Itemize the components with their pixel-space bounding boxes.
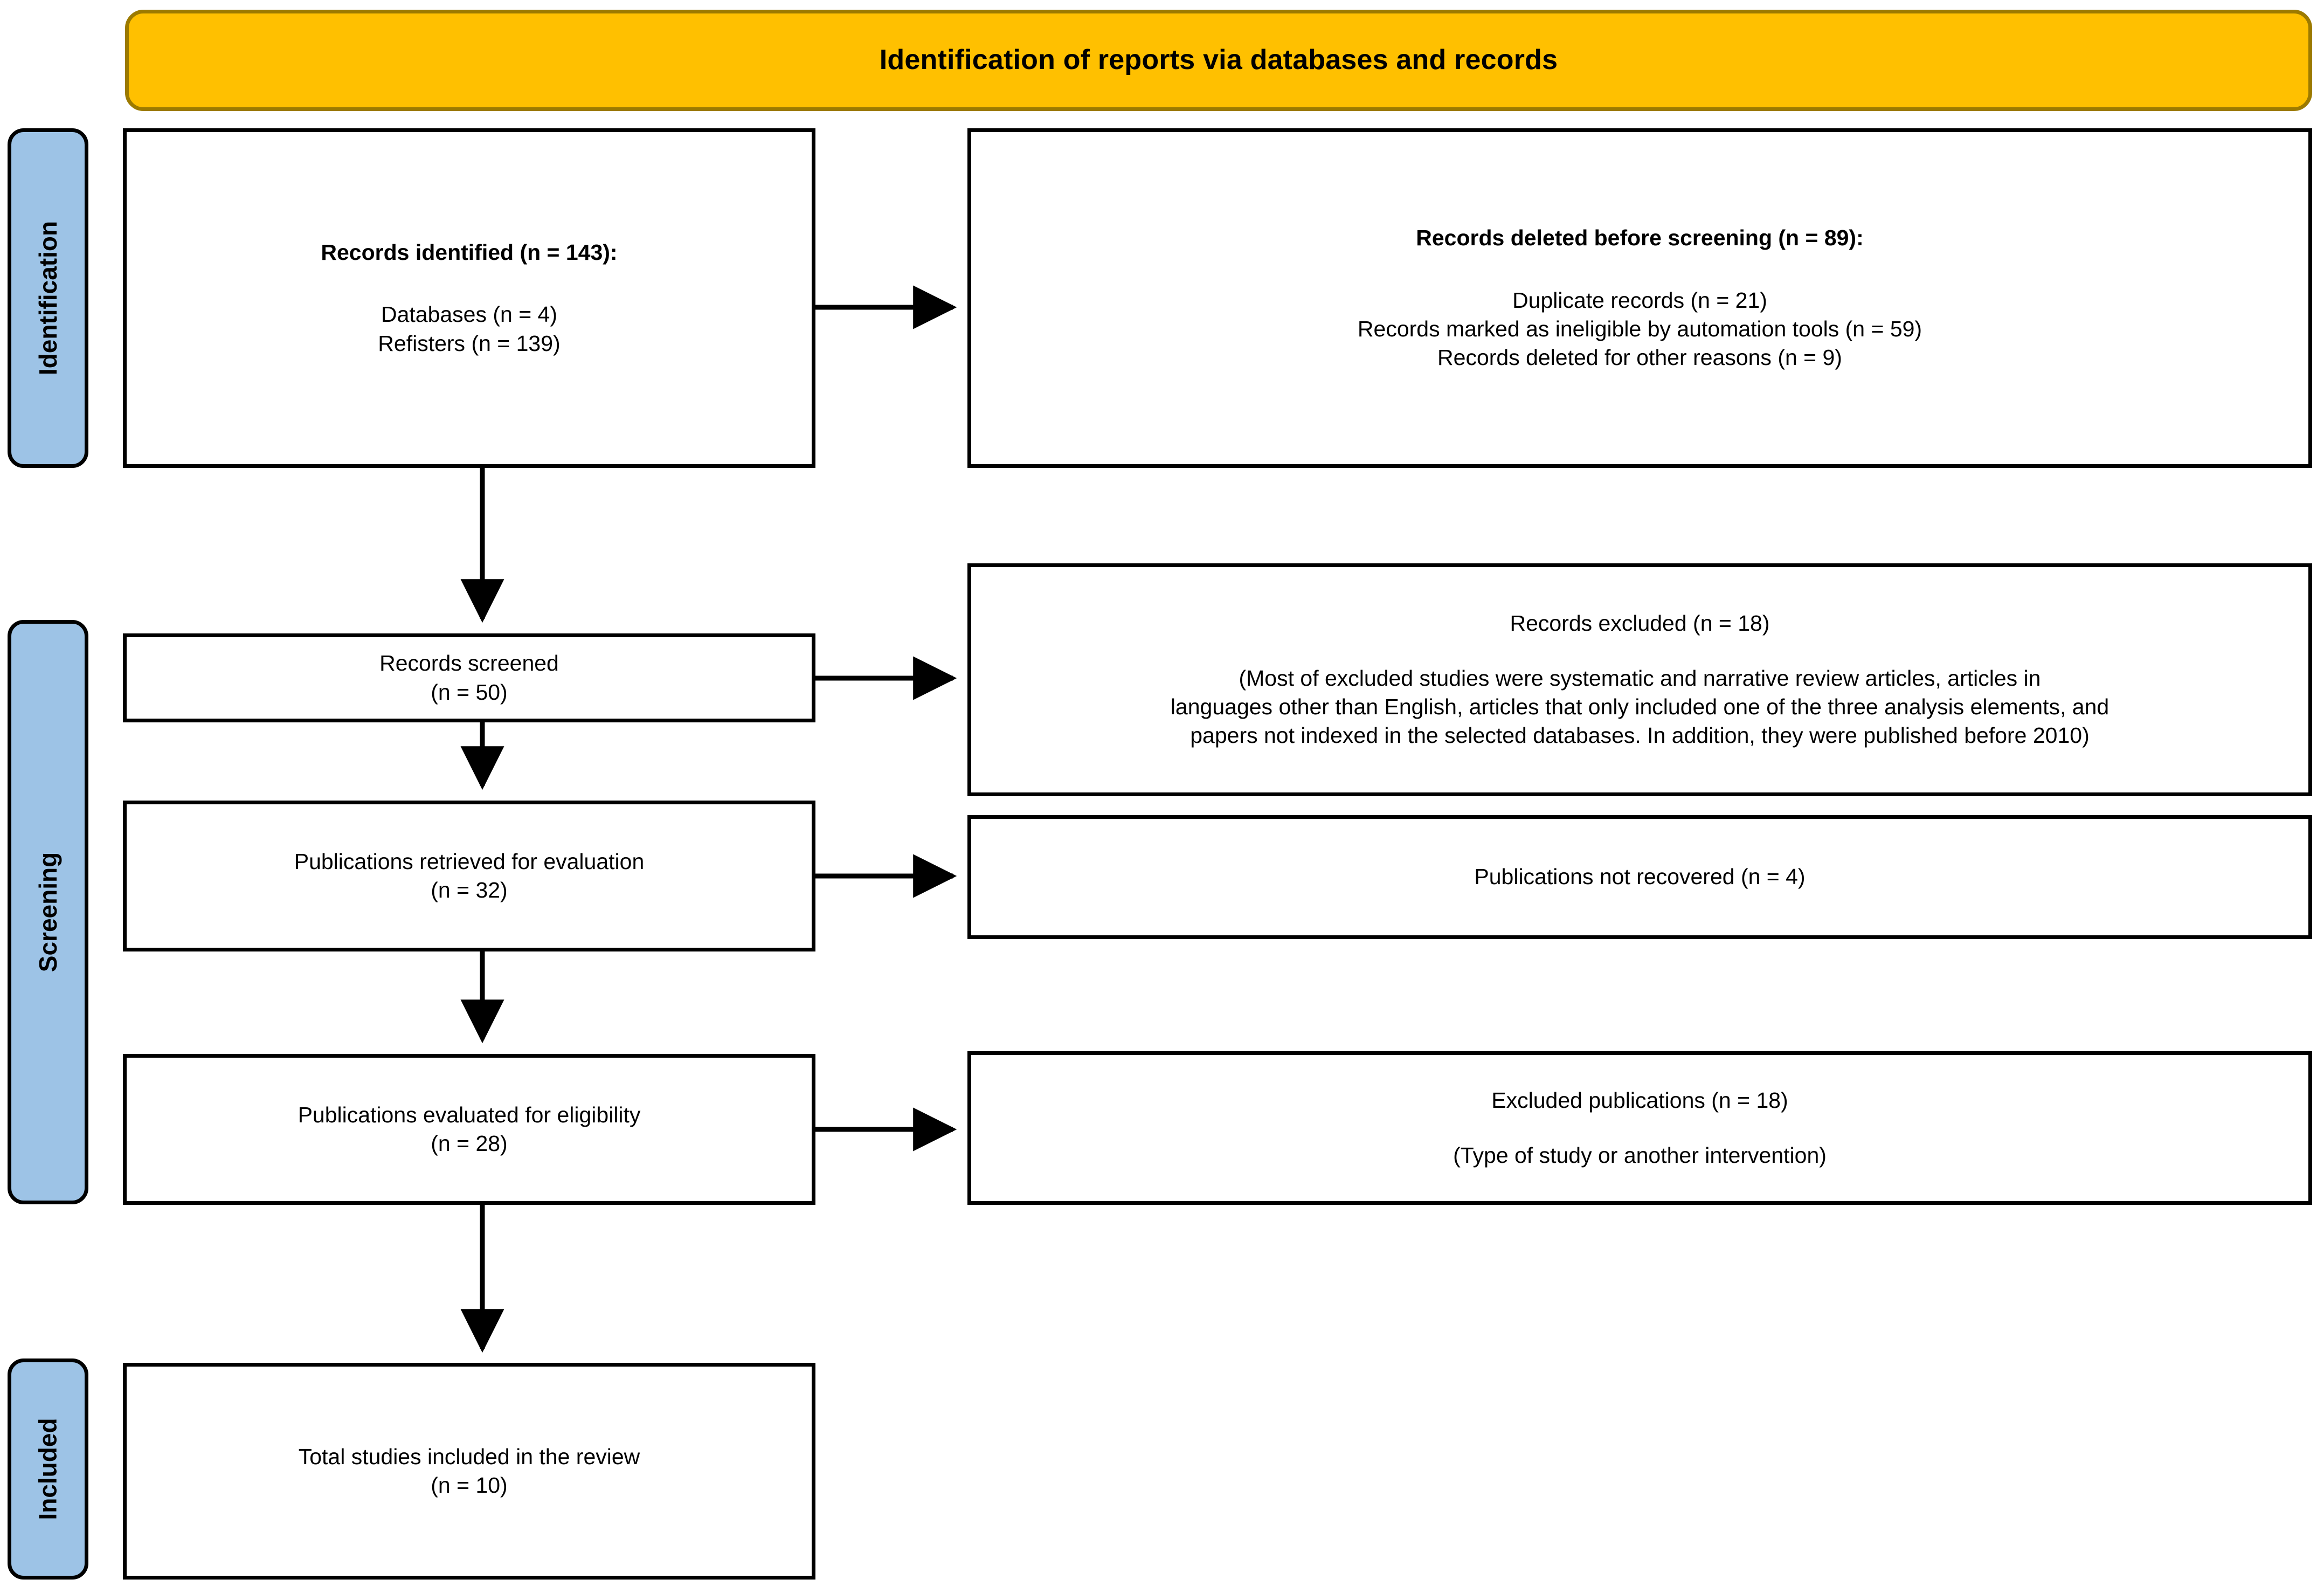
publications-evaluated-count: (n = 28) [431, 1131, 508, 1156]
box-records-excluded: Records excluded (n = 18) (Most of exclu… [967, 563, 2312, 796]
box-publications-retrieved: Publications retrieved for evaluation (n… [123, 801, 815, 951]
stage-label-screening-text: Screening [34, 852, 63, 973]
box-excluded-publications: Excluded publications (n = 18) (Type of … [967, 1051, 2312, 1205]
stage-label-included-text: Included [34, 1418, 62, 1520]
box-records-screened: Records screened (n = 50) [123, 633, 815, 722]
records-deleted-title: Records deleted before screening (n = 89… [1416, 225, 1864, 251]
records-identified-databases: Databases (n = 4) [381, 302, 558, 327]
publications-evaluated-label: Publications evaluated for eligibility [298, 1102, 641, 1127]
records-identified-registers: Refisters (n = 139) [378, 330, 561, 356]
records-excluded-note-line2: languages other than English, articles t… [1170, 694, 2109, 719]
box-records-deleted-before-screening: Records deleted before screening (n = 89… [967, 128, 2312, 468]
total-included-label: Total studies included in the review [298, 1444, 640, 1469]
total-included-count: (n = 10) [431, 1473, 508, 1498]
records-excluded-title: Records excluded (n = 18) [1510, 611, 1770, 636]
excluded-publications-title: Excluded publications (n = 18) [1491, 1088, 1788, 1113]
records-excluded-note-line1: (Most of excluded studies were systemati… [1239, 665, 2041, 691]
box-publications-not-recovered: Publications not recovered (n = 4) [967, 815, 2312, 939]
records-screened-label: Records screened [379, 651, 559, 676]
records-deleted-automation: Records marked as ineligible by automati… [1357, 316, 1922, 341]
stage-label-identification: Identification [8, 128, 88, 468]
box-records-identified: Records identified (n = 143): Databases … [123, 128, 815, 468]
records-excluded-note-line3: papers not indexed in the selected datab… [1190, 723, 2090, 748]
diagram-title: Identification of reports via databases … [879, 44, 1558, 76]
diagram-header-banner: Identification of reports via databases … [125, 10, 2312, 111]
records-screened-count: (n = 50) [431, 679, 508, 705]
stage-label-screening: Screening [8, 620, 88, 1204]
publications-not-recovered-label: Publications not recovered (n = 4) [1474, 864, 1806, 889]
stage-label-identification-text: Identification [34, 220, 63, 376]
box-total-studies-included: Total studies included in the review (n … [123, 1363, 815, 1580]
records-deleted-other: Records deleted for other reasons (n = 9… [1437, 345, 1842, 370]
excluded-publications-note: (Type of study or another intervention) [1453, 1142, 1827, 1168]
publications-retrieved-count: (n = 32) [431, 878, 508, 902]
records-deleted-duplicates: Duplicate records (n = 21) [1512, 287, 1767, 313]
publications-retrieved-label: Publications retrieved for evaluation [294, 849, 645, 874]
records-identified-title: Records identified (n = 143): [321, 240, 618, 265]
box-publications-evaluated: Publications evaluated for eligibility (… [123, 1054, 815, 1205]
stage-label-included: Included [8, 1358, 88, 1580]
